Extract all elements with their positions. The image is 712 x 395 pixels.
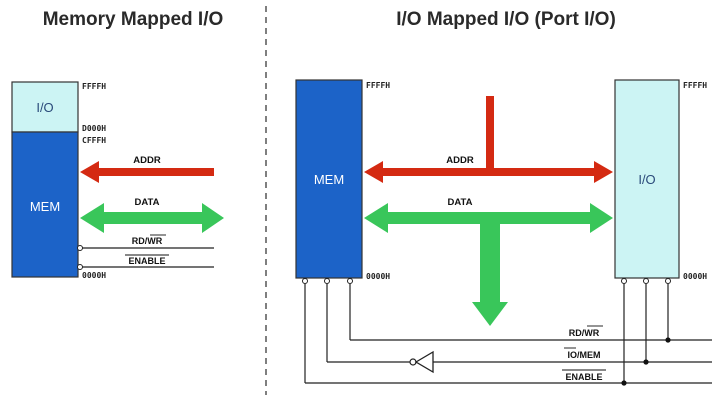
left-addr-io-bottom: D000H [82, 124, 106, 133]
left-mem-block [11, 131, 79, 278]
right-addr-arrow [364, 161, 613, 183]
left-addr-bottom: 0000H [82, 271, 106, 280]
right-io-addr-top: FFFFH [683, 81, 707, 90]
right-mem-pin-3 [347, 278, 353, 284]
right-addr-feed [486, 96, 494, 168]
right-mem-block [295, 79, 363, 279]
right-mem-addr-top: FFFFH [366, 81, 390, 90]
left-data-arrow [80, 203, 224, 233]
right-rdwr-junction [665, 337, 671, 343]
right-io-addr-bottom: 0000H [683, 272, 707, 281]
right-title: I/O Mapped I/O (Port I/O) [396, 9, 616, 30]
left-data-label: DATA [135, 197, 160, 208]
right-io-pin-1 [621, 278, 627, 284]
left-addr-label: ADDR [133, 155, 161, 166]
right-inverter [414, 350, 434, 374]
left-title: Memory Mapped I/O [43, 9, 224, 30]
right-iomem-junction [643, 359, 649, 365]
right-addr-label: ADDR [446, 155, 474, 166]
left-mem-label: MEM [30, 199, 60, 214]
left-enable-label: ENABLE [128, 256, 165, 266]
right-io-label: I/O [638, 172, 655, 187]
left-io-label: I/O [36, 100, 53, 115]
right-rdwr-label: RD/WR [569, 328, 600, 338]
right-data-label: DATA [448, 197, 473, 208]
left-enable-node [77, 264, 83, 270]
right-data-down-arrow [472, 224, 508, 326]
left-addr-top: FFFFH [82, 82, 106, 91]
right-mem-pin-2 [324, 278, 330, 284]
left-addr-arrow [80, 161, 214, 183]
right-io-pin-3 [665, 278, 671, 284]
right-enable-junction [621, 380, 627, 386]
left-rdwr-node [77, 245, 83, 251]
left-addr-mem-top: CFFFH [82, 136, 106, 145]
right-data-arrow [364, 203, 613, 233]
right-enable-label: ENABLE [565, 372, 602, 382]
right-iomem-label: IO/MEM [568, 350, 601, 360]
right-mem-label: MEM [314, 172, 344, 187]
right-mem-addr-bottom: 0000H [366, 272, 390, 281]
left-rdwr-label: RD/WR [132, 236, 163, 246]
right-io-block [614, 79, 680, 279]
right-mem-pin-1 [302, 278, 308, 284]
right-io-pin-2 [643, 278, 649, 284]
